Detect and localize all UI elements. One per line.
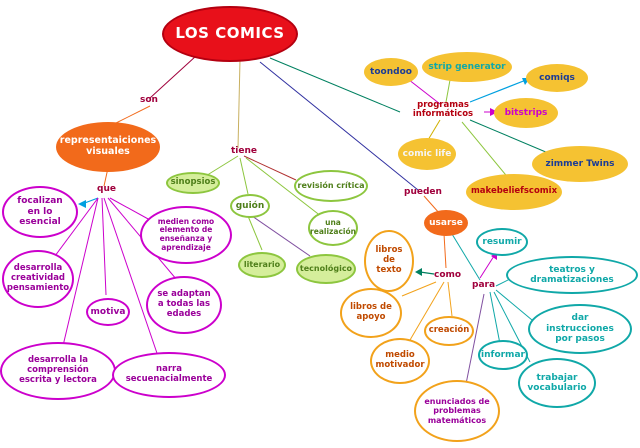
medien-text: medien como elemento de enseñanza y apre… <box>157 216 215 252</box>
toondoo-text: toondoo <box>370 66 412 77</box>
title-text: LOS COMICS <box>175 24 285 43</box>
zimmer-twins-node: zimmer Twins <box>532 146 628 182</box>
comiqs-node: comiqs <box>526 64 588 92</box>
comiqs-text: comiqs <box>539 72 575 83</box>
makebeliefscomix-node: makebeliefscomix <box>466 174 562 210</box>
comprension-node: desarrolla la comprensión escrita y lect… <box>0 342 116 400</box>
representaciones-text: representaiciones visuales <box>59 135 157 157</box>
tecnologico-node: tecnológico <box>296 254 356 284</box>
informar-node: informar <box>478 340 528 370</box>
teatros-node: teatros y dramatizaciones <box>506 256 638 294</box>
guion-text: guión <box>235 200 265 211</box>
motiva-node: motiva <box>86 298 130 326</box>
informar-text: informar <box>481 349 525 360</box>
title-node: LOS COMICS <box>162 6 298 62</box>
strip-generator-text: strip generator <box>428 61 506 72</box>
label-tiene: tiene <box>231 146 258 156</box>
label-son: son <box>140 95 158 105</box>
label-programas: programas informáticos <box>412 100 474 120</box>
vocabulario-text: trabajar vocabulario <box>527 372 587 393</box>
comic-life-text: comic life <box>402 148 452 159</box>
toondoo-node: toondoo <box>364 58 418 86</box>
libros-texto-text: libros de texto <box>375 245 403 275</box>
medien-node: medien como elemento de enseñanza y apre… <box>140 206 232 264</box>
label-pueden: pueden <box>404 187 442 197</box>
motiva-text: motiva <box>90 306 126 317</box>
focalizan-text: focalizan en lo esencial <box>17 196 63 228</box>
label-como: como <box>434 270 462 280</box>
revision-node: revisión crítica <box>294 170 368 202</box>
creatividad-text: desarrolla creatividad pensamiento <box>6 263 70 293</box>
creatividad-node: desarrolla creatividad pensamiento <box>2 250 74 308</box>
narra-node: narra secuenacialmente <box>112 352 226 398</box>
realizacion-node: una realización <box>308 210 358 246</box>
makebeliefscomix-text: makebeliefscomix <box>470 186 558 197</box>
teatros-text: teatros y dramatizaciones <box>530 264 614 285</box>
libros-apoyo-text: libros de apoyo <box>350 302 392 322</box>
vocabulario-node: trabajar vocabulario <box>518 358 596 408</box>
enunciados-node: enunciados de problemas matemáticos <box>414 380 500 442</box>
label-para: para <box>472 280 496 290</box>
tecnologico-text: tecnológico <box>299 264 353 274</box>
libros-apoyo-node: libros de apoyo <box>340 288 402 338</box>
label-que: que <box>97 184 116 194</box>
realizacion-text: una realización <box>310 218 356 236</box>
medio-motivador-text: medio motivador <box>375 350 425 370</box>
comic-life-node: comic life <box>398 138 456 170</box>
sinopsios-text: sinopsios <box>170 177 216 188</box>
focalizan-node: focalizan en lo esencial <box>2 186 78 238</box>
enunciados-text: enunciados de problemas matemáticos <box>424 397 490 425</box>
adaptan-text: se adaptan a todas las edades <box>157 289 211 319</box>
literario-text: literario <box>243 260 281 270</box>
medio-motivador-node: medio motivador <box>370 338 430 384</box>
usarse-text: usarse <box>429 217 463 228</box>
sinopsios-node: sinopsios <box>166 172 220 194</box>
usarse-node: usarse <box>424 210 468 236</box>
libros-texto-node: libros de texto <box>364 230 414 292</box>
resumir-text: resumir <box>482 236 522 247</box>
strip-generator-node: strip generator <box>422 52 512 82</box>
revision-text: revisión crítica <box>297 181 365 191</box>
adaptan-node: se adaptan a todas las edades <box>146 276 222 334</box>
literario-node: literario <box>238 252 286 278</box>
instrucciones-text: dar instrucciones por pasos <box>546 313 614 345</box>
representaciones-node: representaiciones visuales <box>56 122 160 172</box>
resumir-node: resumir <box>476 228 528 256</box>
zimmer-twins-text: zimmer Twins <box>545 158 615 169</box>
creacion-text: creación <box>428 325 470 336</box>
bitstrips-text: bitstrips <box>504 107 548 118</box>
creacion-node: creación <box>424 316 474 346</box>
narra-text: narra secuenacialmente <box>125 364 213 384</box>
guion-node: guión <box>230 194 270 218</box>
bitstrips-node: bitstrips <box>494 98 558 128</box>
instrucciones-node: dar instrucciones por pasos <box>528 304 632 354</box>
comprension-text: desarrolla la comprensión escrita y lect… <box>19 355 97 385</box>
